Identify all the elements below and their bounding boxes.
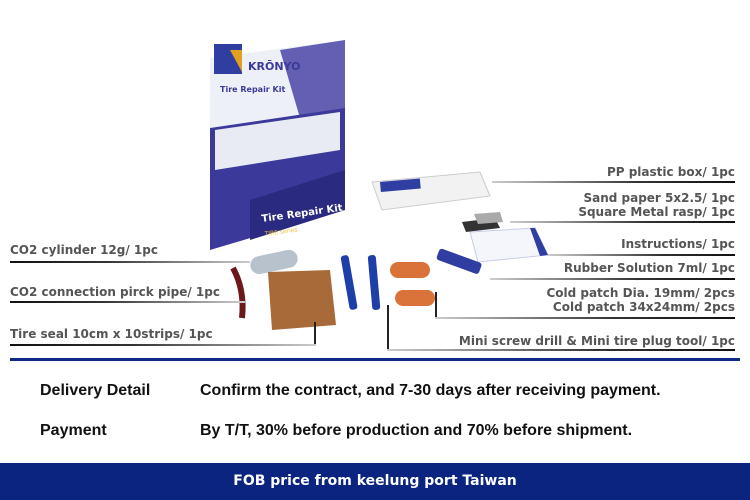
leader-line [387, 349, 735, 351]
label-cold-patch-dia: Cold patch Dia. 19mm/ 2pcs [546, 286, 735, 300]
product-illustration: KRŌNYO Tire Repair Kit Tire Repair Kit T… [210, 40, 549, 330]
payment-label: Payment [40, 422, 107, 439]
cold-patch-round [395, 290, 435, 306]
section-divider [10, 358, 740, 361]
co2-pipe [230, 266, 246, 319]
label-co2-cylinder: CO2 cylinder 12g/ 1pc [10, 243, 158, 257]
leader-line [435, 317, 735, 319]
label-pp-box: PP plastic box/ 1pc [606, 165, 735, 179]
label-instructions: Instructions/ 1pc [621, 237, 735, 251]
delivery-label: Delivery Detail [40, 382, 151, 399]
leader-line [387, 305, 389, 350]
tire-seal-strips [268, 270, 336, 330]
box-series: TIRE series [263, 226, 298, 238]
leader-line [490, 278, 735, 280]
co2-cylinder [250, 249, 298, 275]
label-mini-tools: Mini screw drill & Mini tire plug tool/ … [458, 334, 735, 348]
fob-footer: FOB price from keelung port Taiwan [0, 463, 750, 500]
leader-line [435, 292, 437, 318]
leader-line [10, 261, 250, 263]
label-sand-paper: Sand paper 5x2.5/ 1pc [583, 191, 735, 205]
label-metal-rasp: Square Metal rasp/ 1pc [578, 205, 735, 219]
box-brand: KRŌNYO [248, 60, 300, 73]
screw-drill-tool [340, 255, 358, 310]
rubber-solution-tube [436, 248, 482, 274]
label-rubber-solution: Rubber Solution 7ml/ 1pc [563, 261, 735, 275]
label-tire-seal: Tire seal 10cm x 10strips/ 1pc [10, 327, 213, 341]
box-title-lid: Tire Repair Kit [220, 85, 285, 94]
delivery-value: Confirm the contract, and 7-30 days afte… [200, 382, 661, 399]
cold-patch-large [390, 262, 430, 278]
leader-line [492, 181, 735, 183]
leader-line [314, 322, 316, 345]
label-cold-patch-rect: Cold patch 34x24mm/ 2pcs [552, 300, 735, 314]
leader-line [548, 254, 735, 256]
plug-tool [367, 255, 381, 310]
label-co2-pipe: CO2 connection pirck pipe/ 1pc [10, 285, 220, 299]
leader-line [10, 301, 245, 303]
metal-rasp [474, 212, 503, 224]
payment-value: By T/T, 30% before production and 70% be… [200, 422, 633, 439]
leader-line [510, 221, 735, 223]
leader-line [10, 344, 316, 346]
